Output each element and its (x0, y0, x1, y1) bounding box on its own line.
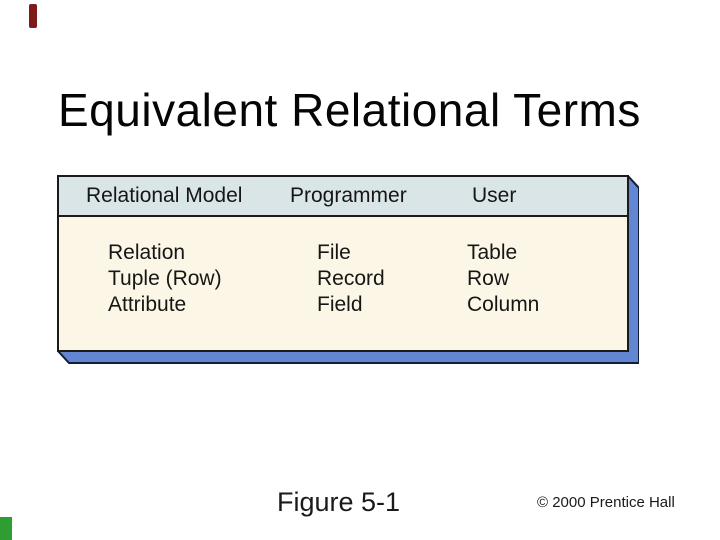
table-header-relational-model: Relational Model (86, 184, 243, 207)
table-header-user: User (472, 184, 517, 207)
slide-title: Equivalent Relational Terms (58, 83, 641, 136)
table-column-relational-model: Relation Tuple (Row) Attribute (108, 240, 222, 318)
table-cell: Column (467, 293, 540, 316)
table-column-programmer: File Record Field (317, 240, 385, 318)
table-header-programmer: Programmer (290, 184, 407, 207)
table-cell: Attribute (108, 293, 187, 316)
table-cell: Tuple (Row) (108, 267, 222, 290)
copyright-notice: © 2000 Prentice Hall (537, 494, 675, 511)
table-cell: File (317, 241, 351, 264)
figure-caption: Figure 5-1 (277, 487, 401, 517)
table-3d-graphic (57, 175, 639, 364)
equivalent-terms-table: Relational Model Programmer User Relatio… (57, 175, 639, 365)
red-accent-mark (29, 4, 37, 28)
table-cell: Relation (108, 241, 186, 264)
table-cell: Field (317, 293, 363, 316)
table-column-user: Table Row Column (467, 240, 539, 318)
table-header-band (57, 175, 629, 217)
table-cell: Row (467, 267, 510, 290)
table-cell: Table (467, 241, 518, 264)
green-accent-mark (0, 517, 12, 540)
table-cell: Record (317, 267, 385, 290)
